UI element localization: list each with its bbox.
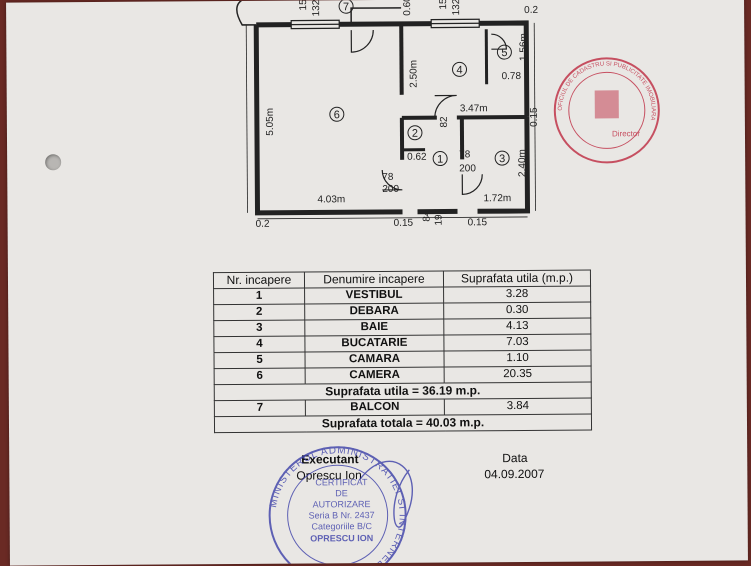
dim-label: 78 (459, 149, 471, 160)
signature-scribble (359, 461, 412, 527)
document-page: 1 2 3 4 5 6 7 150 132 0.60 150 132 0.2 1… (6, 0, 748, 566)
dim-label: 200 (459, 163, 476, 174)
stamp-line: AUTORIZARE (313, 499, 371, 509)
data-label: Data (502, 451, 527, 465)
dim-label: 1.72m (483, 193, 511, 204)
room-area-table: Nr. incapere Denumire incapere Suprafata… (213, 270, 592, 434)
room-number-5: 5 (501, 47, 507, 59)
data-value: 04.09.2007 (484, 467, 544, 481)
dim-label: 2.50m (408, 60, 419, 88)
room-number-4: 4 (456, 64, 462, 76)
dim-label: 4.03m (317, 194, 345, 205)
dim-label: 82 (439, 116, 450, 128)
room-number-6: 6 (334, 109, 340, 121)
header-area: Suprafata utila (m.p.) (443, 270, 590, 287)
dim-label: 5.05m (265, 108, 276, 136)
room-number-2: 2 (412, 128, 418, 140)
dim-label: 2.40m (517, 149, 528, 177)
dim-label: 150 (298, 0, 309, 11)
dim-label: 3.47m (460, 103, 488, 114)
stamp-line: Categoriile B/C (311, 521, 372, 531)
dim-label: 150 (438, 0, 449, 10)
red-stamp: OFICIUL DE CADASTRU SI PUBLICITATE IMOBI… (554, 58, 659, 163)
room-number-1: 1 (437, 154, 443, 166)
dim-label: 0.62 (407, 152, 427, 163)
executant-name: Oprescu Ion (296, 468, 361, 482)
room-number-3: 3 (499, 153, 505, 165)
suprafata-totala: Suprafata totala = 40.03 m.p. (214, 414, 591, 433)
stamp-line: Seria B Nr. 2437 (309, 510, 375, 520)
stamp-line: OPRESCU ION (310, 533, 373, 543)
dim-label: 1.56m (518, 33, 529, 61)
dim-label: 197 (433, 208, 444, 225)
dim-label: 78 (382, 172, 394, 183)
dim-label: 0.78 (502, 71, 522, 82)
dim-label: 0.60 (402, 0, 413, 16)
floor-plan: 1 2 3 4 5 6 7 150 132 0.60 150 132 0.2 1… (6, 0, 746, 273)
executant-label: Executant (301, 452, 358, 466)
dim-label: 0.2 (256, 219, 270, 230)
dim-label: 0.2 (524, 5, 538, 16)
dim-label: 132 (311, 0, 322, 16)
dim-label: 0.15 (468, 217, 488, 228)
header-nr: Nr. incapere (213, 272, 304, 289)
room-number-7: 7 (343, 1, 349, 13)
dim-label: 0.15 (394, 218, 414, 229)
dim-label: 0.15 (529, 107, 540, 127)
dim-label: 200 (382, 184, 399, 195)
dim-label: 84 (422, 210, 433, 222)
dim-label: 132 (451, 0, 462, 15)
stamp-line: DE (335, 488, 348, 498)
red-stamp-label: Director (612, 129, 640, 138)
header-name: Denumire incapere (304, 271, 443, 288)
